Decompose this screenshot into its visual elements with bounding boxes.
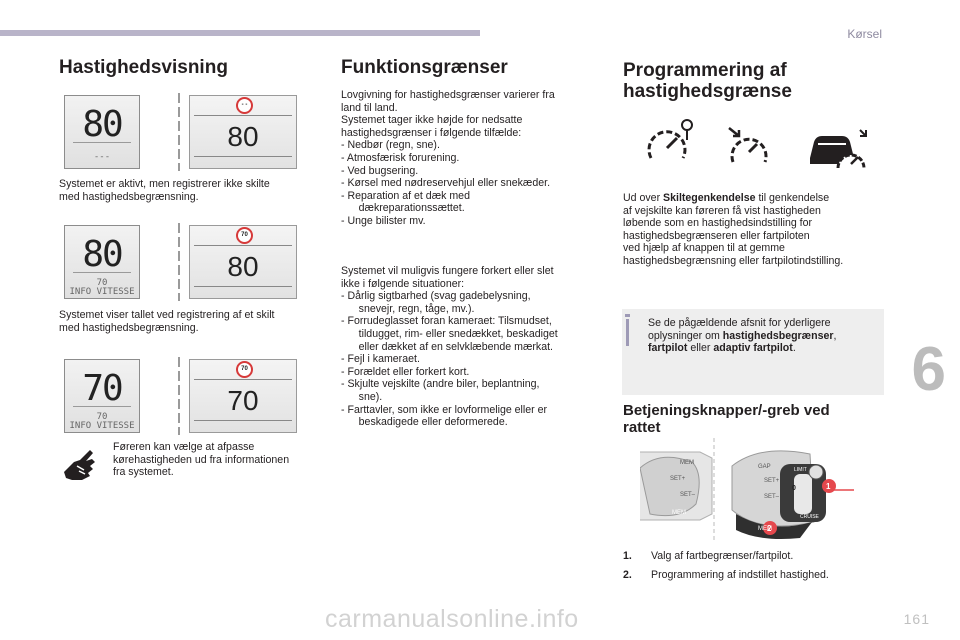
label-limit: LIMIT [794,467,807,473]
limits-paragraph-1: Lovgivning for hastighedsgrænser variere… [341,89,555,227]
label-set-plus: SET+ [764,478,780,484]
top-accent-bar [0,30,480,36]
dashboard-sub: --- [93,152,111,162]
label-cruise: CRUISE [800,514,820,520]
section-title-limits: Funktionsgrænser [341,57,508,78]
dashboard-speed: 80 [82,104,123,145]
separator [178,357,180,435]
caption-2: Systemet viser tallet ved registrering a… [59,309,275,334]
speed-sign-icon: 70 [236,361,253,378]
dashboard-sub: 70 INFO VITESSE [69,412,135,431]
steering-stalk-illustration: MEM SET+ SET– MEM GAP SET+ SET– LIMIT 0 … [640,438,854,542]
separator [178,223,180,301]
gauge-sign-icon [647,119,693,159]
chapter-title: Kørsel [847,27,882,41]
dashboard-display: 80 70 INFO VITESSE [64,225,140,299]
gauge-press-icon [728,127,768,163]
chapter-number: 6 [911,335,946,404]
screen-speed: 80 [227,121,259,152]
screen-display: 70 80 [189,225,297,299]
page-number: 161 [903,611,930,627]
legend-item-1: 1. [623,550,632,562]
section-title-speed-display: Hastighedsvisning [59,57,228,78]
hand-pointer-icon [64,450,95,480]
legend-item-2: 2. [623,569,632,581]
watermark: carmanualsonline.info [325,605,579,633]
speed-sign-icon: - - [236,97,253,114]
label-gap: GAP [758,464,771,470]
legend-item-1-text: Valg af fartbegrænser/fartpilot. [651,550,794,562]
car-gauge-icon [810,129,867,169]
legend-item-2-text: Programmering af indstillet hastighed. [651,569,829,581]
screen-display: - - 80 [189,95,297,169]
label-mem-left: MEM [680,460,694,466]
dashboard-speed: 70 [82,368,123,409]
subtitle-controls: Betjeningsknapper/-greb ved rattet [623,402,830,436]
section-title-programming: Programmering af hastighedsgrænse [623,60,792,102]
screen-speed: 70 [227,385,259,416]
label-set-minus: SET– [764,494,780,500]
info-box [622,309,884,395]
callout-2: 2 [767,524,772,533]
info-icon-bar [626,319,629,346]
info-text: Se de pågældende afsnit for yderligere o… [648,317,837,355]
dashboard-display: 80 --- [64,95,140,169]
dashboard-display: 70 70 INFO VITESSE [64,359,140,433]
screen-display: 70 70 [189,359,297,433]
label-set-plus-left: SET+ [670,476,686,482]
programming-description: Ud over Skiltegenkendelse til genkendels… [623,192,844,267]
info-icon [625,314,630,317]
label-set-minus-left: SET– [680,492,696,498]
separator [178,93,180,171]
caption-1: Systemet er aktivt, men registrerer ikke… [59,178,270,203]
callout-1: 1 [826,482,831,491]
speed-sign-icon: 70 [236,227,253,244]
screen-speed: 80 [227,251,259,282]
hand-note-text: Føreren kan vælge at afpasse kørehastigh… [113,441,290,479]
label-zero: 0 [792,485,796,492]
limits-paragraph-2: Systemet vil muligvis fungere forkert el… [341,265,558,429]
dashboard-speed: 80 [82,234,123,275]
label-mem: MEM [758,526,772,532]
label-mem-left-bottom: MEM [672,510,686,516]
dashboard-sub: 70 INFO VITESSE [69,278,135,297]
